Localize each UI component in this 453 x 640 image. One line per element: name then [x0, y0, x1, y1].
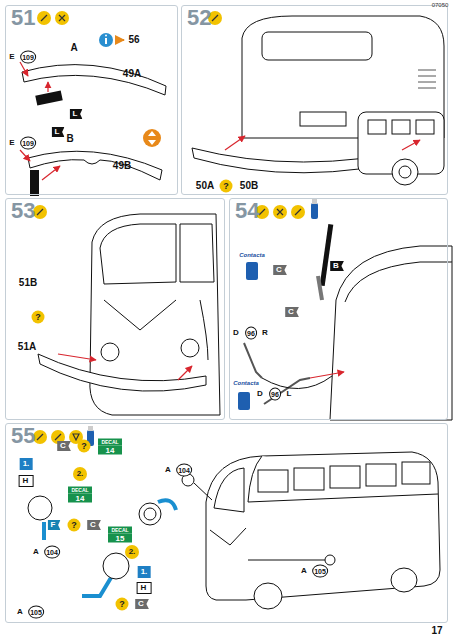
- step-number: 55: [11, 425, 35, 447]
- callout-label: C: [285, 307, 299, 317]
- callout-label: D: [257, 390, 263, 398]
- part-number: 109: [20, 137, 36, 150]
- callout-label: 17: [431, 626, 442, 636]
- callout-label: 50B: [240, 181, 258, 191]
- callout-label: A: [33, 548, 39, 556]
- step-number: 51: [11, 7, 35, 29]
- color-callout: ?: [68, 519, 81, 532]
- part-number: 104: [44, 546, 60, 559]
- color-callout: ?: [116, 598, 129, 611]
- decal-number: 14: [68, 494, 92, 503]
- part-number: 96: [245, 327, 257, 340]
- callout-label: H: [19, 475, 34, 487]
- step-panel: 52: [181, 5, 448, 195]
- callout-label: 2.: [73, 467, 87, 481]
- part-number: 104: [176, 464, 192, 477]
- part-number: 105: [28, 606, 44, 619]
- color-callout: ?: [220, 180, 233, 193]
- color-callout: ?: [32, 311, 45, 324]
- callout-label: C: [135, 599, 149, 609]
- decal-number: DECAL: [68, 487, 92, 494]
- callout-label: 1.: [138, 566, 151, 578]
- callout-label: C: [87, 520, 101, 530]
- callout-label: F: [48, 520, 61, 530]
- part-number: 105: [312, 565, 328, 578]
- decal-number: 14: [98, 446, 122, 455]
- callout-label: C: [273, 265, 287, 275]
- callout-label: L: [70, 109, 83, 119]
- callout-label: L: [52, 127, 65, 137]
- callout-label: 56: [128, 35, 139, 45]
- callout-label: 51B: [19, 278, 37, 288]
- callout-label: Contacta: [232, 380, 260, 386]
- callout-label: H: [137, 582, 152, 594]
- decal-number: DECAL: [108, 527, 132, 534]
- callout-label: R: [262, 329, 268, 337]
- callout-label: E: [9, 139, 14, 147]
- callout-label: 49A: [123, 69, 141, 79]
- callout-label: L: [287, 390, 292, 398]
- part-number: 109: [20, 51, 36, 64]
- step-number: 53: [11, 200, 35, 222]
- callout-label: C: [57, 441, 71, 451]
- callout-label: B: [330, 261, 344, 271]
- callout-label: 51A: [18, 342, 36, 352]
- part-number: 96: [269, 388, 281, 401]
- callout-label: A: [70, 43, 77, 53]
- step-panel: 54: [229, 198, 448, 420]
- callout-label: 1.: [20, 458, 33, 470]
- callout-label: E: [9, 53, 14, 61]
- step-panel: 53: [5, 198, 225, 420]
- callout-label: A: [165, 466, 171, 474]
- callout-label: 50A: [196, 181, 214, 191]
- step-number: 54: [235, 200, 259, 222]
- callout-label: A: [301, 567, 307, 575]
- callout-label: 07050: [432, 2, 449, 8]
- callout-label: 49B: [113, 161, 131, 171]
- callout-label: 2.: [125, 545, 139, 559]
- color-callout: ?: [78, 440, 91, 453]
- step-panel: 51: [5, 5, 178, 195]
- callout-label: A: [17, 608, 23, 616]
- step-number: 52: [187, 7, 211, 29]
- decal-number: 15: [108, 534, 132, 543]
- decal-number: DECAL: [98, 439, 122, 446]
- callout-label: D: [233, 329, 239, 337]
- callout-label: Contacta: [238, 252, 266, 258]
- callout-label: B: [66, 134, 73, 144]
